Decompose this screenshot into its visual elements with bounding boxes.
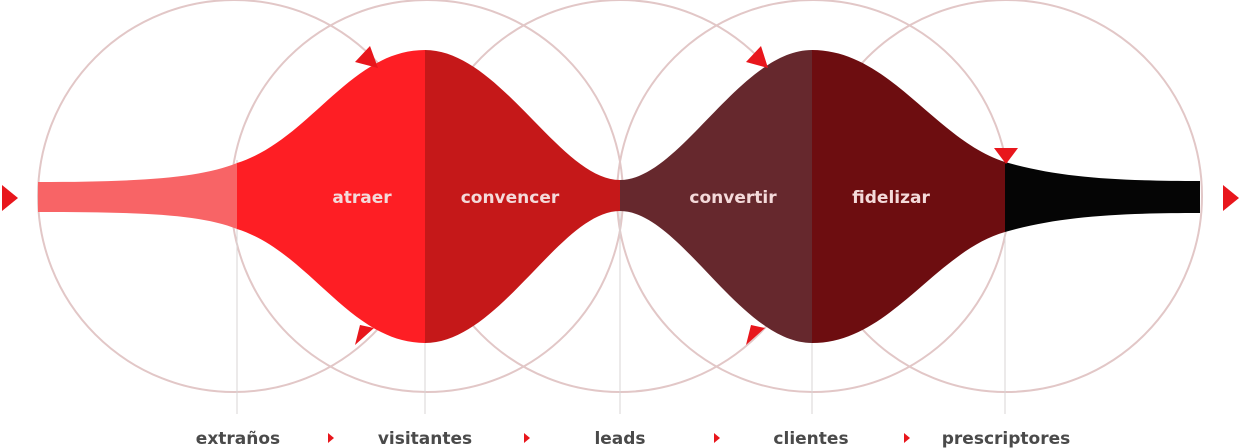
- separator-arrow-icon-2: [524, 433, 530, 443]
- milestone-label-leads: leads: [594, 429, 645, 448]
- milestone-label-clientes: clientes: [773, 429, 848, 448]
- cycle-arrow-icon-convertir-top: [746, 46, 768, 68]
- separator-arrow-icon-4: [904, 433, 910, 443]
- separator-arrow-icon-1: [328, 433, 334, 443]
- milestone-label-prescriptores: prescriptores: [942, 429, 1071, 448]
- funnel-segment-fidelizar: [812, 50, 1005, 343]
- funnel-shape: [38, 50, 1200, 343]
- exit-arrow-icon: [1223, 185, 1239, 211]
- stage-label-convertir: convertir: [689, 188, 777, 208]
- funnel-segment-convertir: [620, 50, 812, 343]
- separator-arrow-icon-3: [714, 433, 720, 443]
- stage-label-convencer: convencer: [461, 188, 560, 208]
- funnel-segment-tail-in: [38, 163, 237, 229]
- funnel-segment-atraer: [237, 50, 425, 343]
- stage-label-atraer: atraer: [332, 188, 392, 208]
- funnel-segment-convencer: [425, 50, 620, 343]
- cycle-arrow-icon-fidelizar: [994, 148, 1018, 164]
- milestone-separators: [328, 433, 910, 443]
- milestone-label-extranos: extraños: [196, 429, 280, 448]
- cycle-arrow-icon-atraer-bottom: [355, 325, 374, 345]
- milestone-label-visitantes: visitantes: [378, 429, 472, 448]
- stage-labels: atraer convencer convertir fidelizar: [332, 188, 930, 208]
- stage-label-fidelizar: fidelizar: [852, 188, 930, 208]
- direction-arrows: [2, 46, 1239, 345]
- cycle-arrow-icon-atraer-top: [355, 46, 378, 68]
- milestone-labels: extraños visitantes leads clientes presc…: [196, 429, 1070, 448]
- funnel-segment-tail-out: [1005, 162, 1200, 232]
- entry-arrow-icon: [2, 185, 18, 211]
- cycle-arrow-icon-convertir-bottom: [746, 325, 765, 345]
